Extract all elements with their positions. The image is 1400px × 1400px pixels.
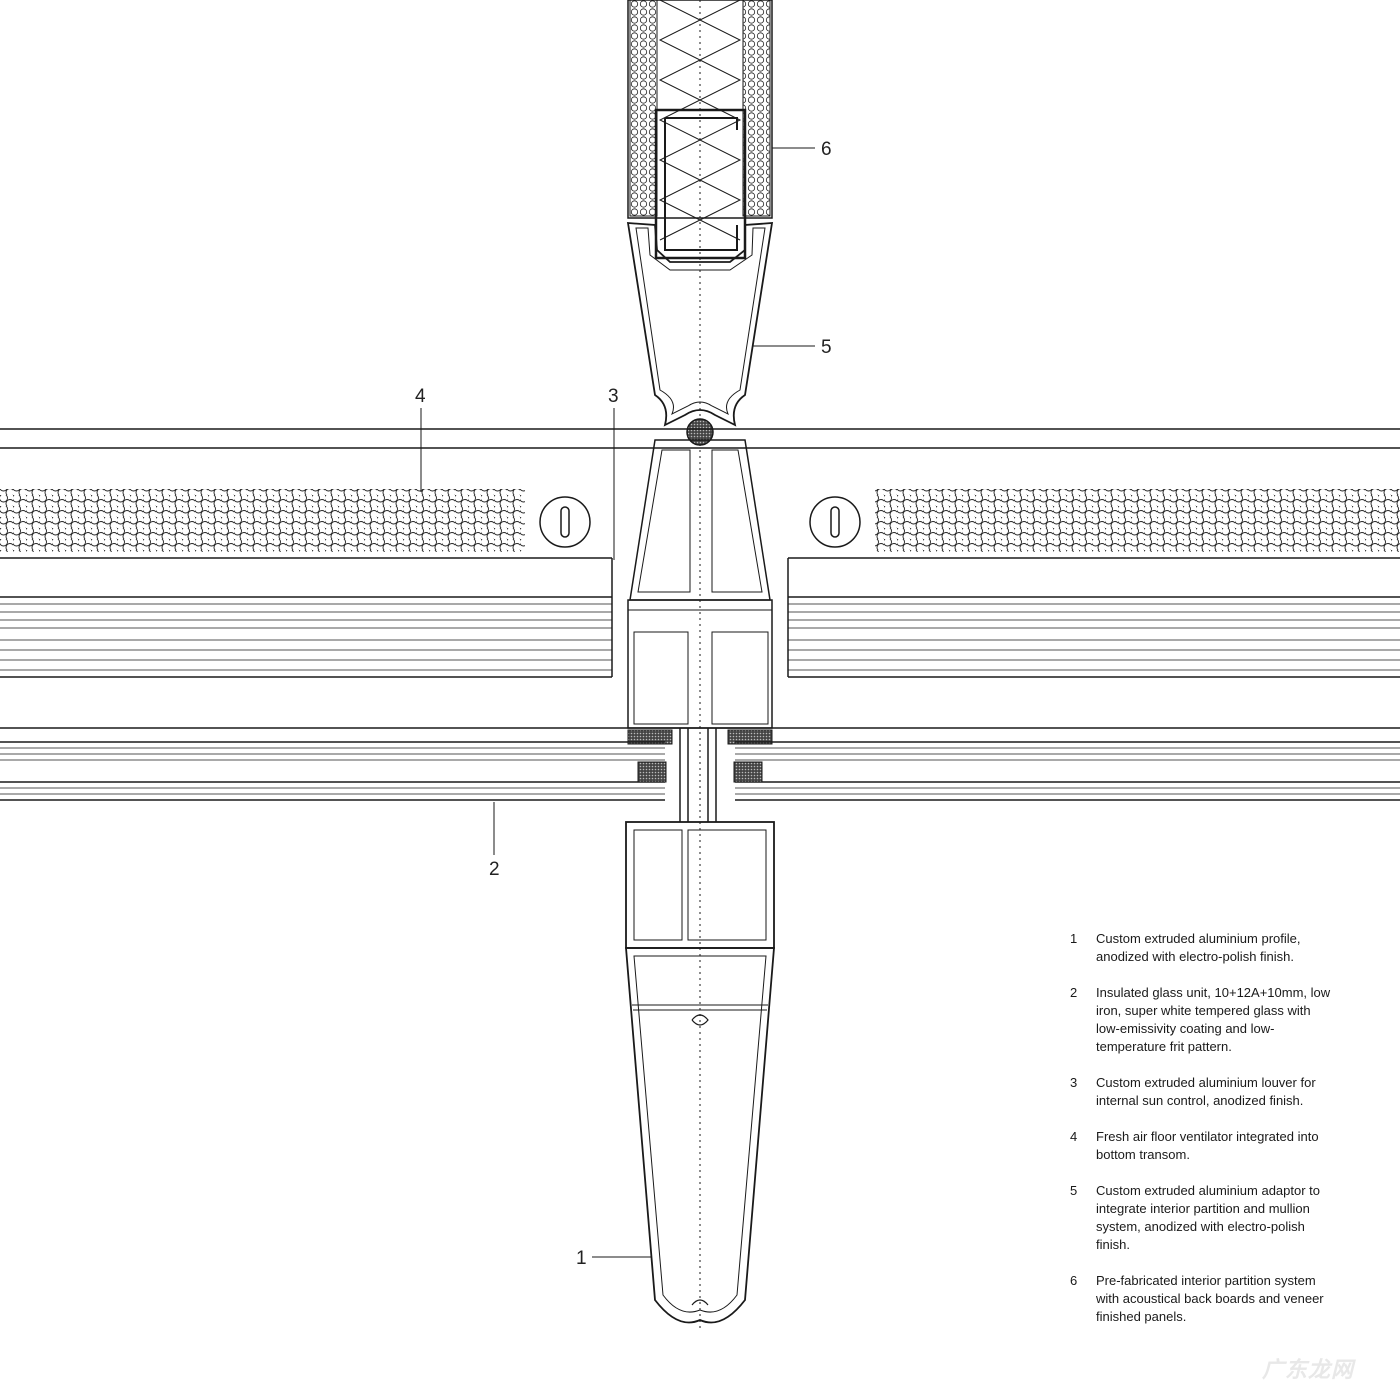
callout-2: 2 bbox=[489, 859, 500, 880]
callout-1: 1 bbox=[576, 1248, 587, 1269]
legend-number: 6 bbox=[1070, 1273, 1078, 1288]
callout-3: 3 bbox=[608, 386, 619, 407]
adaptor-profile bbox=[626, 222, 774, 446]
callout-5: 5 bbox=[821, 337, 832, 358]
legend-number: 4 bbox=[1070, 1129, 1078, 1144]
legend-item: 2 Insulated glass unit, 10+12A+10mm, low … bbox=[1070, 984, 1370, 1056]
legend-list: 1 Custom extruded aluminium profile, anod… bbox=[1070, 930, 1370, 1344]
legend-item: 4 Fresh air floor ventilator integrated i… bbox=[1070, 1128, 1370, 1164]
floor-bands bbox=[0, 428, 1400, 729]
legend-text: Custom extruded aluminium adaptor to int… bbox=[1096, 1183, 1321, 1252]
legend-text: Fresh air floor ventilator integrated in… bbox=[1096, 1129, 1319, 1162]
watermark-logo: 广东龙网 bbox=[1262, 1358, 1355, 1383]
louver-profile bbox=[627, 439, 773, 745]
callout-numbers: 1 2 3 4 5 6 bbox=[415, 139, 832, 1269]
callout-4: 4 bbox=[415, 386, 426, 407]
legend-text: Pre-fabricated interior partition system… bbox=[1096, 1273, 1324, 1324]
legend-item: 1 Custom extruded aluminium profile, anod… bbox=[1070, 930, 1370, 966]
partition-panel bbox=[627, 0, 773, 260]
legend-number: 3 bbox=[1070, 1075, 1078, 1090]
legend-text: Custom extruded aluminium profile, anodi… bbox=[1096, 931, 1301, 964]
legend-item: 3 Custom extruded aluminium louver for in… bbox=[1070, 1074, 1370, 1110]
legend-number: 5 bbox=[1070, 1183, 1078, 1198]
legend-item: 6 Pre-fabricated interior partition syste… bbox=[1070, 1272, 1370, 1326]
insulated-glass-unit bbox=[0, 728, 1400, 822]
leader-lines bbox=[420, 147, 815, 1258]
legend-text: Custom extruded aluminium louver for int… bbox=[1096, 1075, 1316, 1108]
legend-text: Insulated glass unit, 10+12A+10mm, low i… bbox=[1096, 985, 1331, 1054]
mullion-profile bbox=[625, 821, 775, 1324]
legend-item: 5 Custom extruded aluminium adaptor to in… bbox=[1070, 1182, 1370, 1254]
legend-number: 1 bbox=[1070, 931, 1078, 946]
callout-6: 6 bbox=[821, 139, 832, 160]
ventilator-grille bbox=[0, 489, 1400, 552]
legend-number: 2 bbox=[1070, 985, 1078, 1000]
